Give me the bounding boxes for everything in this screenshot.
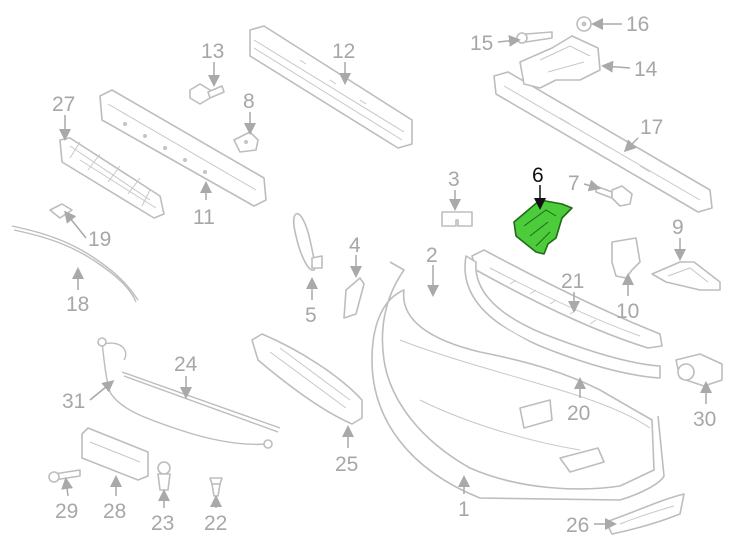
callout-9: 9 <box>672 216 684 239</box>
callout-21: 21 <box>561 270 584 293</box>
callout-10: 10 <box>616 300 639 323</box>
callout-14: 14 <box>634 58 658 81</box>
callout-28: 28 <box>103 500 126 523</box>
callout-17: 17 <box>640 116 663 139</box>
callout-22: 22 <box>204 512 227 535</box>
part-17-energy-absorber[interactable] <box>493 71 713 213</box>
part-18-trim-strip[interactable] <box>11 225 139 303</box>
callout-19: 19 <box>88 228 111 251</box>
callout-3: 3 <box>448 168 460 191</box>
part-23-screw[interactable] <box>157 461 171 491</box>
part-21-upper-grille[interactable] <box>471 249 663 349</box>
part-25-fog-bezel[interactable] <box>251 333 363 425</box>
callout-23: 23 <box>151 512 174 535</box>
callout-13: 13 <box>201 40 224 63</box>
callout-12: 12 <box>332 40 355 63</box>
part-27-mesh-grille[interactable] <box>59 137 165 219</box>
callout-18: 18 <box>66 293 89 316</box>
part-15-screw[interactable] <box>516 31 553 44</box>
callout-8: 8 <box>243 90 255 113</box>
part-19-clip[interactable] <box>49 203 73 219</box>
part-14-side-bracket[interactable] <box>519 35 601 89</box>
part-8-bracket[interactable] <box>233 131 259 153</box>
part-11-grille-bracket[interactable] <box>99 89 267 207</box>
part-10-bracket[interactable] <box>611 237 641 279</box>
callout-20: 20 <box>567 402 590 425</box>
part-4-cap[interactable] <box>343 277 365 319</box>
callout-24: 24 <box>174 353 198 376</box>
part-31-wiring-harness[interactable] <box>97 337 273 449</box>
part-1-bumper-cover[interactable] <box>371 261 665 501</box>
callout-6: 6 <box>532 164 544 187</box>
callout-30: 30 <box>693 408 716 431</box>
part-26-fog-surround[interactable] <box>605 493 685 535</box>
part-16-nut[interactable] <box>576 16 592 32</box>
callout-1: 1 <box>458 498 470 521</box>
part-6-bracket-highlighted[interactable] <box>513 199 573 255</box>
callout-29: 29 <box>55 500 78 523</box>
callout-4: 4 <box>349 234 361 257</box>
callout-5: 5 <box>305 304 317 327</box>
part-24-wire-strip[interactable] <box>121 371 281 433</box>
part-30-parking-sensor[interactable] <box>675 353 723 387</box>
part-28-plate-bracket[interactable] <box>81 427 149 481</box>
leader-lines <box>59 18 712 530</box>
callout-25: 25 <box>335 453 358 476</box>
part-3-clip[interactable] <box>441 211 473 227</box>
part-7-bolt[interactable] <box>595 185 633 207</box>
callout-labels: 13 12 8 27 11 19 18 5 4 3 2 6 7 15 16 14… <box>52 13 716 537</box>
part-5-fog-lamp-cover[interactable] <box>292 213 323 271</box>
callout-16: 16 <box>626 13 649 36</box>
part-29-screw[interactable] <box>48 469 81 483</box>
callout-11: 11 <box>193 206 215 229</box>
part-12-reinforcement-bar[interactable] <box>249 25 413 149</box>
part-20-lower-trim[interactable] <box>464 255 661 379</box>
callout-27: 27 <box>52 93 75 116</box>
part-9-side-trim[interactable] <box>651 261 721 291</box>
part-22-rivet[interactable] <box>209 477 223 497</box>
callout-26: 26 <box>566 514 589 537</box>
callout-7: 7 <box>568 172 580 195</box>
part-13-bolt[interactable] <box>189 83 225 105</box>
callout-15: 15 <box>470 32 493 55</box>
callout-2: 2 <box>426 244 438 267</box>
callout-31: 31 <box>62 390 85 413</box>
